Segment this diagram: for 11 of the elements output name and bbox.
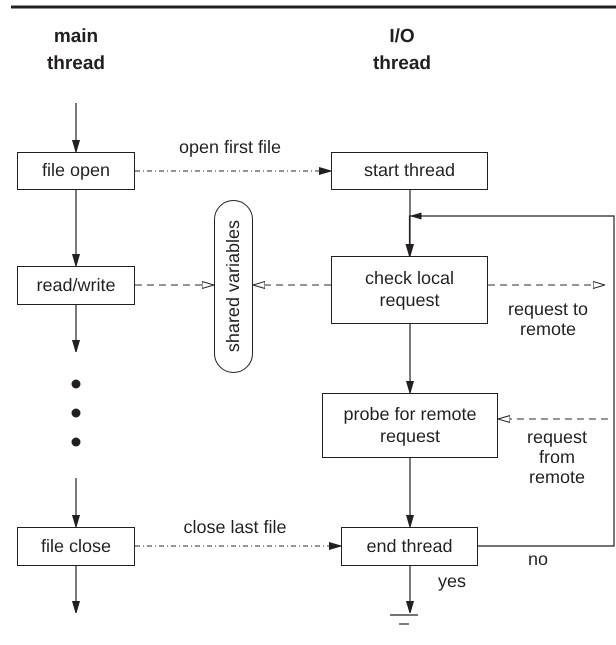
process-box: file open	[17, 152, 135, 190]
process-box: end thread	[341, 527, 478, 566]
process-box: file close	[17, 527, 135, 566]
process-box: start thread	[331, 152, 488, 190]
process-box: probe for remote request	[322, 393, 498, 458]
rounded-box: shared variables	[214, 200, 253, 373]
process-box: check local request	[331, 256, 488, 324]
ground-symbol	[390, 613, 418, 627]
process-box: read/write	[17, 266, 135, 305]
column-heading: I/O thread	[372, 25, 432, 76]
column-heading: main thread	[46, 25, 106, 76]
